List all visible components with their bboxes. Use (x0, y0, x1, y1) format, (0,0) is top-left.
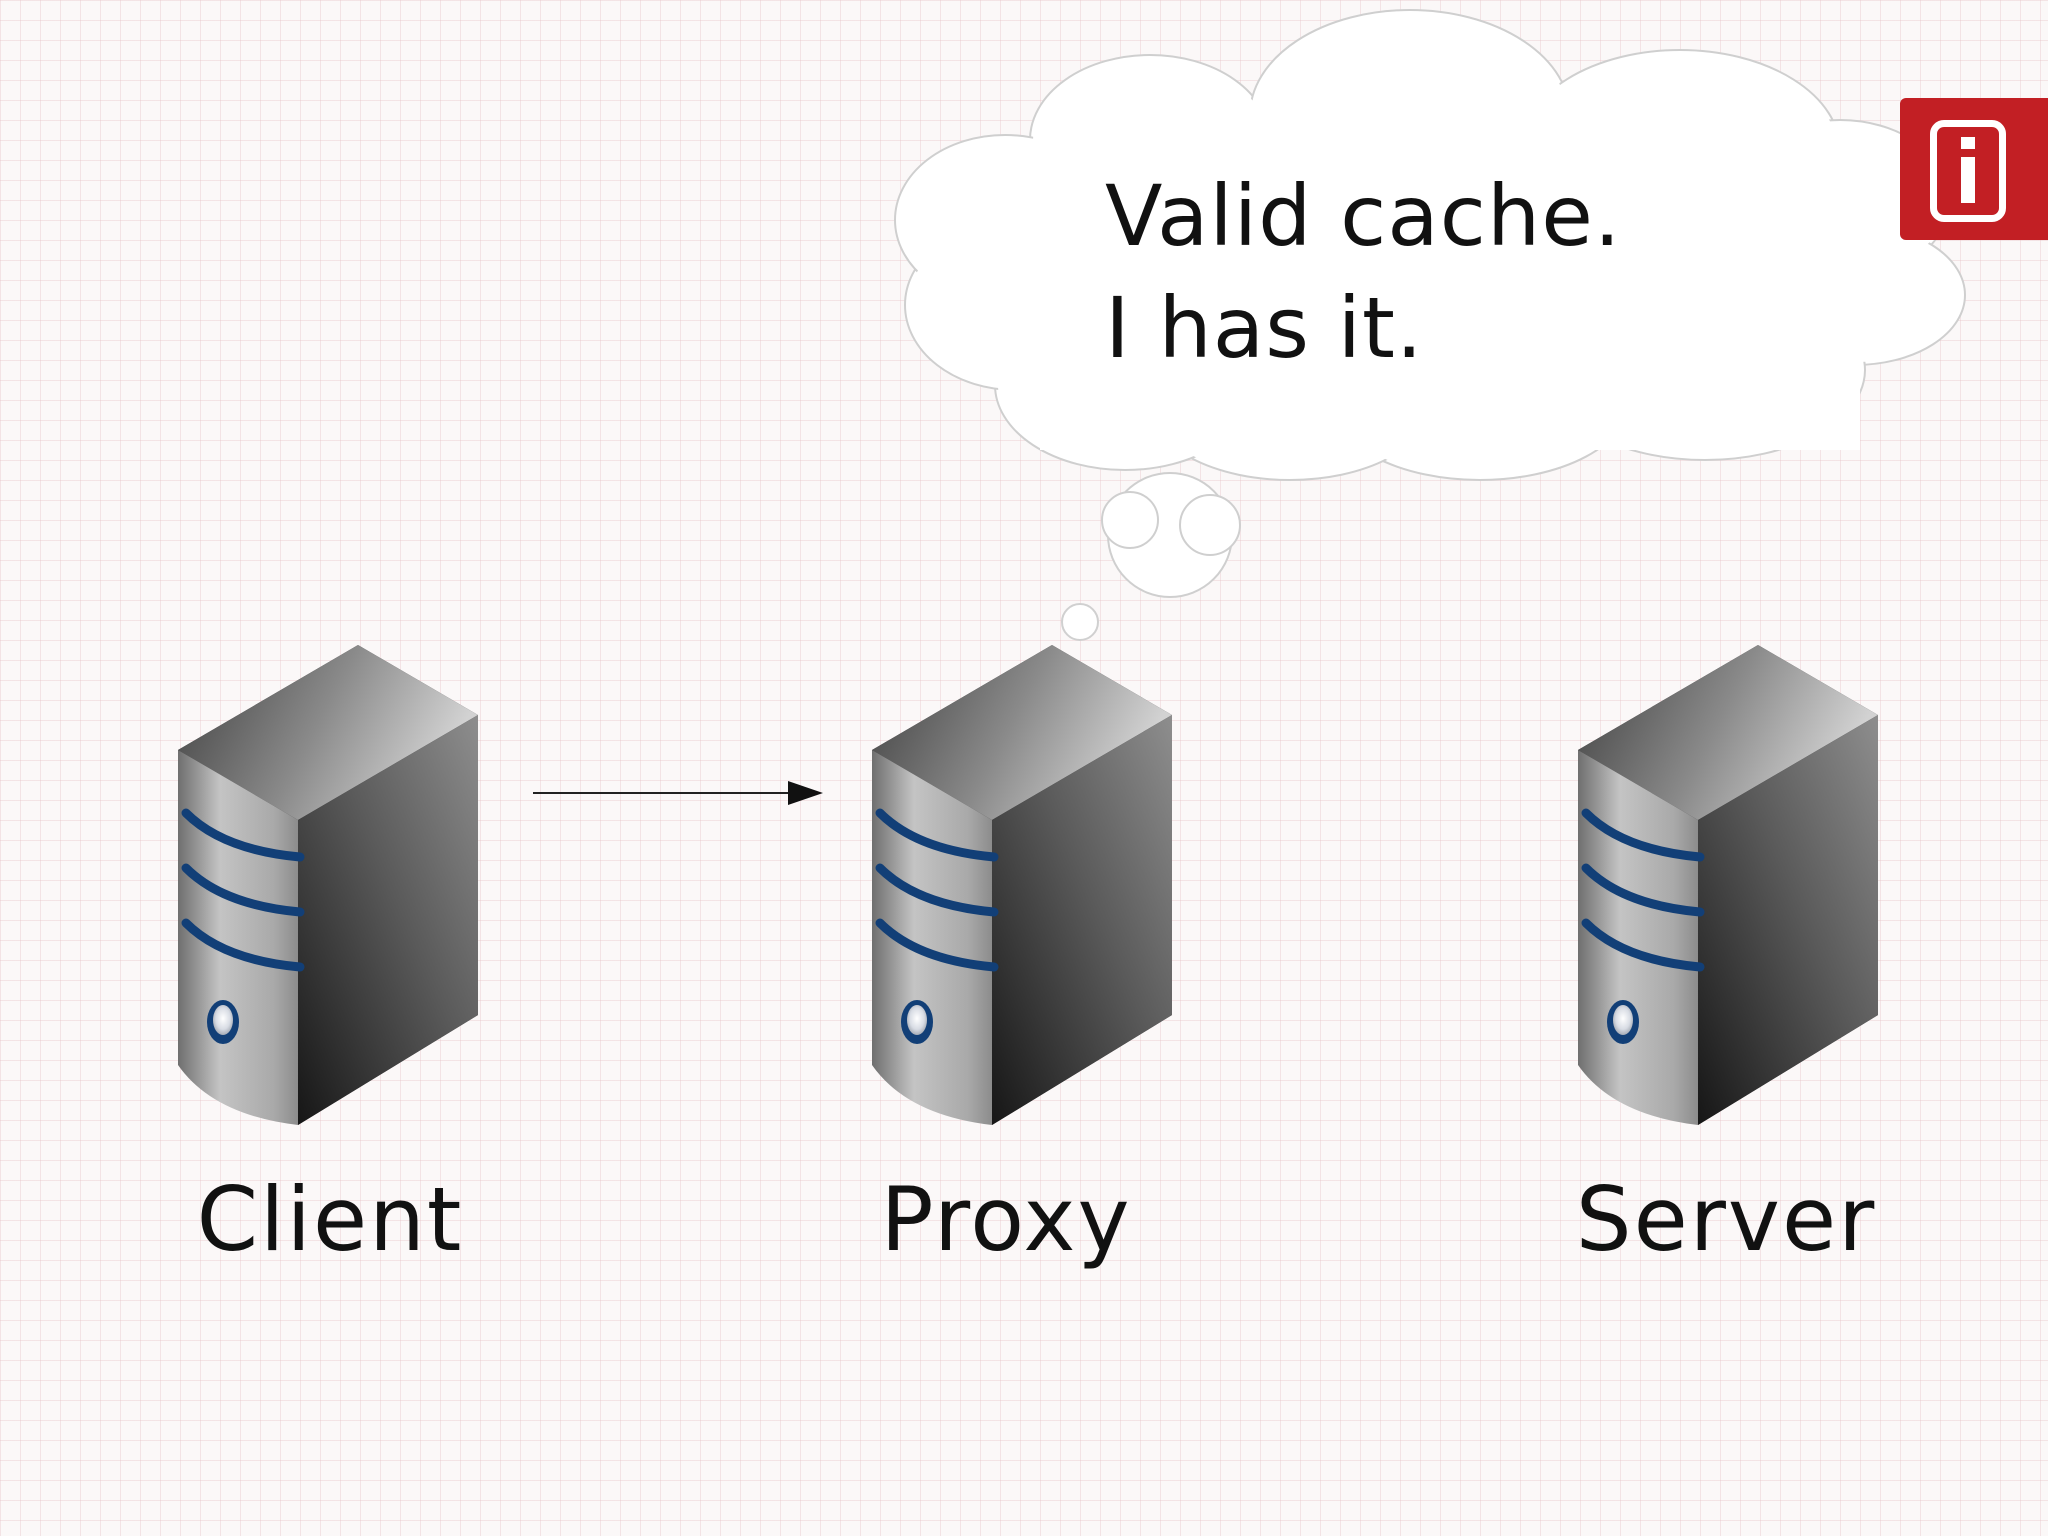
logo-badge (1900, 98, 2048, 240)
thought-bubble-trail (1061, 472, 1241, 641)
thought-bubble-text: Valid cache. I has it. (1105, 160, 1622, 384)
arrowhead-icon (788, 781, 823, 805)
thought-line-2: I has it. (1105, 279, 1424, 377)
server-label: Server (1575, 1168, 1877, 1271)
client-label: Client (196, 1168, 464, 1271)
proxy-server-icon (872, 645, 1172, 1125)
thought-line-1: Valid cache. (1105, 167, 1622, 265)
logo-icon (1930, 120, 2006, 222)
thought-bubble-cloud (894, 9, 1966, 481)
proxy-label: Proxy (880, 1168, 1132, 1271)
server-server-icon (1578, 645, 1878, 1125)
client-server-icon (178, 645, 478, 1125)
